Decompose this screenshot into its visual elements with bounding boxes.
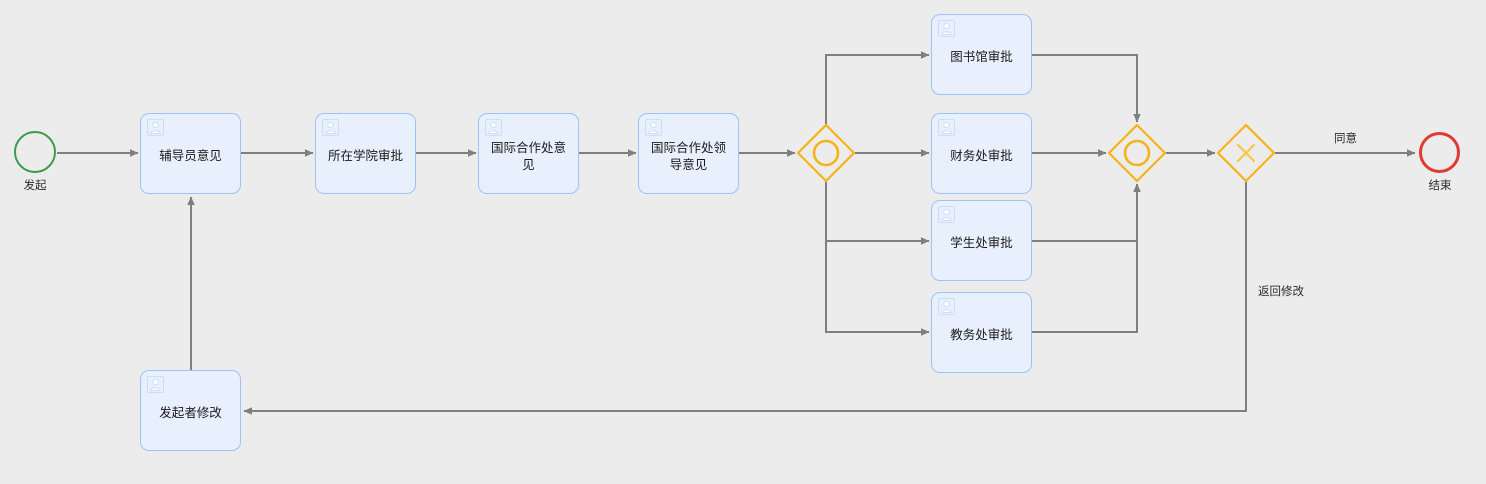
user-icon xyxy=(147,119,164,136)
task-initiator-revise[interactable]: 发起者修改 xyxy=(140,370,241,451)
task-intl-coop-leader-opinion[interactable]: 国际合作处领 导意见 xyxy=(638,113,739,194)
edge-label-approve: 同意 xyxy=(1334,133,1357,145)
user-icon xyxy=(147,376,164,393)
task-student-affairs-approval[interactable]: 学生处审批 xyxy=(931,200,1032,281)
start-event[interactable] xyxy=(14,131,56,173)
user-icon xyxy=(938,119,955,136)
task-label: 发起者修改 xyxy=(159,406,222,420)
user-icon xyxy=(938,20,955,37)
task-label: 教务处审批 xyxy=(950,328,1013,342)
user-icon xyxy=(938,206,955,223)
task-label: 所在学院审批 xyxy=(327,149,403,163)
end-event[interactable] xyxy=(1419,132,1460,173)
gateway-parallel-join[interactable] xyxy=(1108,124,1166,182)
edge-label-return-for-revision: 返回修改 xyxy=(1258,286,1304,298)
edge-split-to-library xyxy=(825,51,930,124)
edge-split-to-student xyxy=(825,182,930,245)
task-counselor-opinion[interactable]: 辅导员意见 xyxy=(140,113,241,194)
edge-decision-to-revise xyxy=(243,182,1247,415)
task-finance-approval[interactable]: 财务处审批 xyxy=(931,113,1032,194)
user-icon xyxy=(485,119,502,136)
end-event-label: 结束 xyxy=(1428,180,1452,192)
user-icon xyxy=(938,298,955,315)
edge-split-to-academic xyxy=(825,182,930,336)
task-academic-affairs-approval[interactable]: 教务处审批 xyxy=(931,292,1032,373)
user-icon xyxy=(322,119,339,136)
edge-academic-to-join xyxy=(1032,183,1141,333)
user-icon xyxy=(645,119,662,136)
task-library-approval[interactable]: 图书馆审批 xyxy=(931,14,1032,95)
task-label: 国际合作处领 导意见 xyxy=(650,140,726,172)
task-label: 财务处审批 xyxy=(950,149,1013,163)
task-label: 图书馆审批 xyxy=(950,50,1013,64)
edge-library-to-join xyxy=(1032,54,1141,123)
task-label: 国际合作处意见 xyxy=(490,140,566,172)
start-event-label: 发起 xyxy=(23,180,47,192)
edge-student-to-join xyxy=(1032,183,1141,242)
task-intl-coop-opinion[interactable]: 国际合作处意见 xyxy=(478,113,579,194)
task-label: 学生处审批 xyxy=(950,236,1013,250)
task-college-approval[interactable]: 所在学院审批 xyxy=(315,113,416,194)
gateway-decision[interactable] xyxy=(1217,124,1275,182)
task-label: 辅导员意见 xyxy=(159,149,222,163)
gateway-parallel-split[interactable] xyxy=(797,124,855,182)
